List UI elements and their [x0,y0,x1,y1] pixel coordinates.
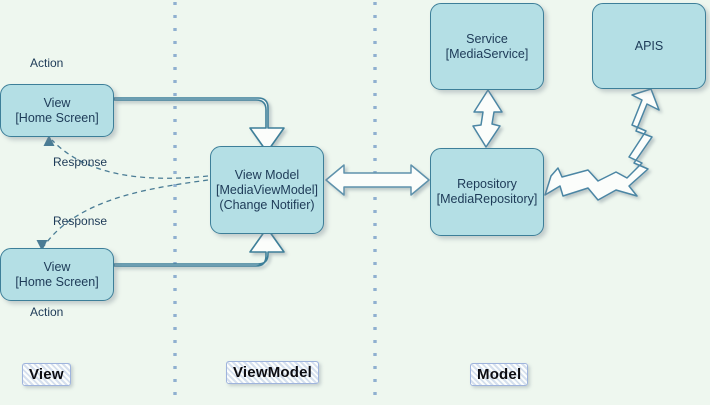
layer-tag-model: Model [470,363,529,386]
viewmodel-repository-arrow [325,164,430,196]
node-repository-line2: [MediaRepository] [436,192,538,206]
node-view-top-line1: View [43,95,71,110]
node-view-bottom[interactable]: View [Home Screen] [0,248,114,301]
node-repository-line1: Repository [457,177,517,191]
label-action-bottom: Action [30,305,64,319]
node-service[interactable]: Service [MediaService] [430,3,544,90]
node-service-line1: Service [466,31,508,46]
node-apis[interactable]: APIS [592,3,706,89]
repository-apis-arrow [544,88,660,201]
label-response-top: Response [53,155,108,169]
label-response-bottom: Response [53,214,108,228]
node-view-model[interactable]: View Model [MediaViewModel] (Change Noti… [210,146,324,234]
response-arrow-bottom [36,179,209,251]
node-repository[interactable]: Repository [MediaRepository] [430,148,544,236]
layer-tag-view: View [22,363,71,386]
action-arrow-top [113,97,285,153]
layer-tag-viewmodel: ViewModel [226,361,320,384]
node-apis-line1: APIS [634,38,664,53]
node-view-top-line2: [Home Screen] [15,110,99,125]
node-view-top[interactable]: View [Home Screen] [0,84,114,137]
node-view-model-line2: [MediaViewModel] [216,182,318,197]
node-view-bottom-line1: View [43,259,71,274]
node-view-bottom-line2: [Home Screen] [15,274,99,289]
label-action-top: Action [30,56,64,70]
node-view-model-line1: View Model [234,167,300,182]
node-service-line2: [MediaService] [445,46,529,61]
node-view-model-line3: (Change Notifier) [219,197,315,212]
repository-service-arrow [472,89,503,148]
response-arrow-top [43,135,209,179]
